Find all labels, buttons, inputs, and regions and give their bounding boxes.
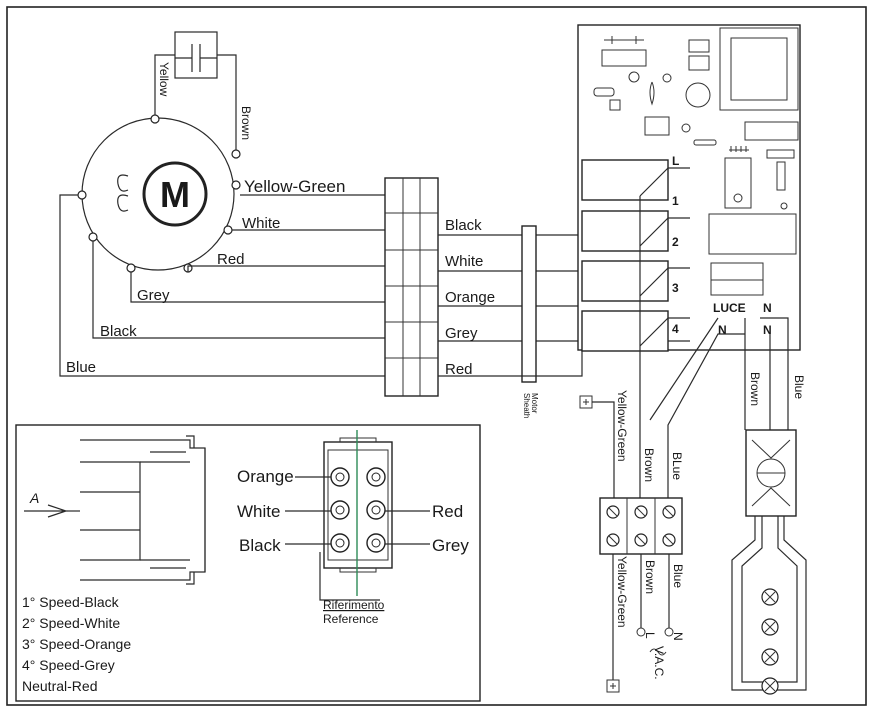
mains-brown-top: Brown <box>642 448 656 482</box>
ground-icon-bottom <box>606 679 620 693</box>
lamp-circuit: Brown Blue <box>731 317 807 695</box>
terminal-label-red: Red <box>445 361 473 378</box>
legend-item-1: 1° Speed-Black <box>22 594 120 610</box>
legend-item-2: 2° Speed-White <box>22 615 120 631</box>
mains-blue-bottom: Blue <box>671 564 685 588</box>
motor-wires: Yellow-Green White Red Grey Black Blue <box>59 177 385 377</box>
n-label-top: N <box>763 301 772 315</box>
motor-symbol: M <box>160 174 190 215</box>
relay-label-3: 3 <box>672 281 679 295</box>
inset-red: Red <box>432 502 463 521</box>
relay-label-l: L <box>672 154 679 168</box>
connector-inset: A Orange White Black Red Grey Riferiment… <box>15 424 481 702</box>
mains-blue-top: BLue <box>670 452 684 480</box>
relay-label-4: 4 <box>672 322 679 336</box>
label-red: Red <box>217 251 245 268</box>
control-board: L 1 2 3 4 LUCE N N N <box>577 24 801 352</box>
legend-item-3: 3° Speed-Orange <box>22 636 131 652</box>
inset-grey: Grey <box>432 536 469 555</box>
inset-orange: Orange <box>237 467 294 486</box>
wire-brown <box>217 54 237 150</box>
terminal-label-black: Black <box>445 217 482 234</box>
arrow-a-icon <box>24 504 68 518</box>
mains-n: N <box>671 632 685 641</box>
n-label-relay: N <box>718 323 727 337</box>
label-yellow-green: Yellow-Green <box>244 177 345 196</box>
lamp-blue: Blue <box>792 375 806 399</box>
ac-icon <box>649 648 667 656</box>
luce-label: LUCE <box>713 301 746 315</box>
mains-wiring: Yellow-Green Brown BLue Yellow-Green Bro… <box>579 196 745 693</box>
mains-l: L <box>643 632 657 639</box>
inset-white: White <box>237 502 280 521</box>
label-white: White <box>242 215 280 232</box>
sheath-label-1: Motor <box>530 393 539 414</box>
sheath-label-2: Sheath <box>522 393 531 418</box>
label-blue: Blue <box>66 359 96 376</box>
mains-brown-bottom: Brown <box>643 560 657 594</box>
mains-vac: V.A.C. <box>652 646 666 680</box>
terminal-block <box>384 177 439 397</box>
relay-label-2: 2 <box>672 235 679 249</box>
motor-terminals <box>77 114 241 273</box>
terminal-label-white: White <box>445 253 483 270</box>
terminal-label-orange: Orange <box>445 289 495 306</box>
terminal-label-grey: Grey <box>445 325 478 342</box>
label-brown: Brown <box>239 106 253 140</box>
n-label-right: N <box>763 323 772 337</box>
mains-yellow-green-top: Yellow-Green <box>615 390 629 462</box>
motor: M Yellow Brown <box>77 31 253 273</box>
winding-icon <box>117 174 129 212</box>
inset-black: Black <box>239 536 281 555</box>
inset-riferimento: Riferimento <box>323 598 385 612</box>
motor-sheath: Motor Sheath <box>521 225 583 418</box>
legend-item-4: 4° Speed-Grey <box>22 657 115 673</box>
label-black: Black <box>100 323 137 340</box>
relay-label-1: 1 <box>672 194 679 208</box>
mains-yellow-green-bottom: Yellow-Green <box>615 556 629 628</box>
relay-l <box>581 159 669 201</box>
relay-2 <box>581 260 669 302</box>
wire-yellow <box>154 54 175 115</box>
lamp-brown: Brown <box>748 372 762 406</box>
legend-item-5: Neutral-Red <box>22 678 97 694</box>
relay-1 <box>581 210 669 252</box>
arrow-label-a: A <box>29 490 39 506</box>
motor-symbol-circle <box>142 161 208 227</box>
terminal-right-wires: Black White Orange Grey Red <box>438 217 582 378</box>
inset-reference: Reference <box>323 612 379 626</box>
label-grey: Grey <box>137 287 170 304</box>
relay-3 <box>581 310 669 352</box>
label-yellow: Yellow <box>157 62 171 97</box>
